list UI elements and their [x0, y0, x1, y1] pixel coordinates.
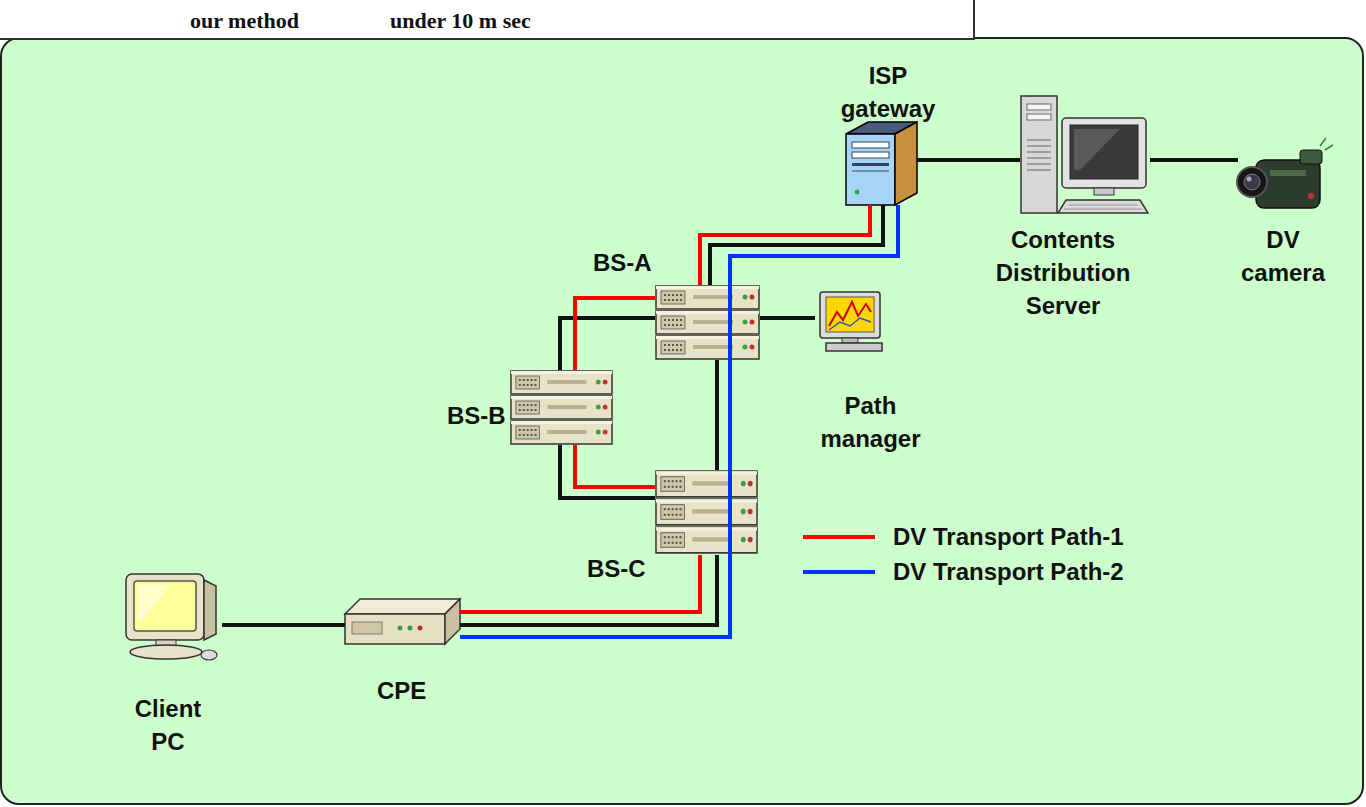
network-link	[710, 205, 883, 285]
node-label: CPE	[377, 674, 426, 707]
path-manager-icon	[820, 292, 882, 351]
camera-node: DV camera	[1238, 146, 1333, 214]
camera-icon	[1237, 138, 1333, 208]
legend-line	[803, 532, 875, 542]
gateway-icon	[846, 122, 917, 205]
base-station-node: BS-C	[655, 470, 758, 555]
node-label: under 10 m sec	[390, 8, 531, 34]
network-link	[222, 623, 345, 627]
base-station-b-icon	[511, 371, 612, 444]
server-icon	[1021, 96, 1148, 213]
legend-line	[803, 567, 875, 577]
node-label: BS-C	[587, 552, 646, 585]
network-link	[460, 205, 898, 637]
base-station-c-icon	[656, 471, 757, 553]
network-link	[700, 205, 870, 285]
node-label: Contents Distribution Server	[983, 223, 1143, 322]
legend-text: DV Transport Path-1	[893, 520, 1124, 553]
network-link	[917, 158, 1020, 162]
cpe-node: CPE	[345, 598, 460, 646]
network-link	[715, 360, 719, 470]
legend: DV Transport Path-1DV Transport Path-2	[803, 519, 1124, 589]
legend-text: DV Transport Path-2	[893, 555, 1124, 588]
base-station-node: BS-A	[655, 285, 760, 360]
client-pc-node: Client PC	[118, 572, 222, 662]
path-manager-node: Path manager	[815, 290, 887, 352]
node-label: ISP gateway	[833, 59, 943, 125]
node-label: BS-A	[593, 246, 652, 279]
node-label: BS-B	[447, 399, 506, 432]
node-label: DV camera	[1228, 223, 1338, 289]
node-label: Path manager	[813, 389, 928, 455]
node-label: our method	[190, 8, 299, 34]
cpe-icon	[345, 599, 460, 644]
network-link	[1150, 158, 1238, 162]
legend-row: DV Transport Path-1	[803, 519, 1124, 554]
node-label: Client PC	[123, 692, 213, 758]
legend-row: DV Transport Path-2	[803, 554, 1124, 589]
network-link	[460, 555, 700, 612]
gateway-node: ISP gateway	[842, 122, 917, 205]
network-link	[575, 445, 655, 487]
base-station-a-icon	[656, 286, 759, 359]
base-station-node: BS-B	[510, 370, 613, 445]
network-link	[560, 445, 655, 498]
header-box: our method under 10 m sec	[0, 0, 975, 40]
green-panel	[1, 38, 1363, 804]
client-pc-icon	[126, 574, 217, 660]
network-link	[760, 316, 815, 320]
network-link	[575, 298, 655, 370]
server-node: Contents Distribution Server	[1020, 95, 1150, 215]
